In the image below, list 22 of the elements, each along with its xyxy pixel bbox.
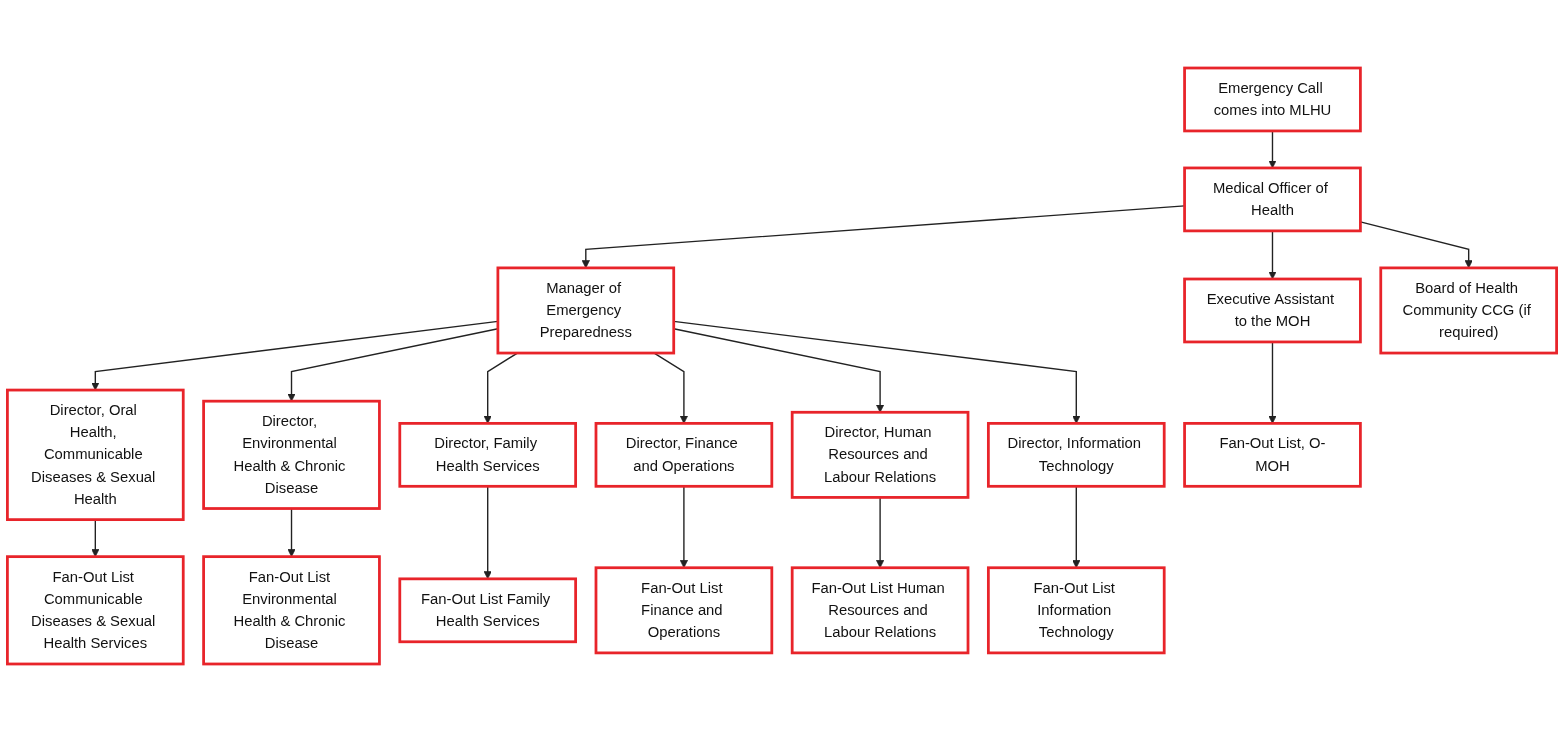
node-box: Fan-Out List Finance and Operations: [594, 566, 774, 655]
node-box: Fan-Out List Communicable Diseases & Sexual Health Services: [6, 555, 185, 666]
node-box: Emergency Call comes into MLHU: [1183, 66, 1362, 133]
node-box: Fan-Out List Environmental Health & Chronic Disease: [202, 555, 381, 666]
node-box: Fan-Out List Family Health Services: [398, 577, 577, 644]
node-box: Board of Health Community CCG (if required): [1379, 266, 1558, 355]
node-box: Fan-Out List Information Technology: [987, 566, 1166, 655]
arrow: [673, 328, 885, 413]
node-box: Executive Assistant to the MOH: [1183, 277, 1362, 344]
arrow: [673, 320, 1081, 424]
node-box: Director, Human Resources and Labour Relations: [790, 410, 970, 499]
arrow: [1268, 341, 1277, 424]
node-box: Director, Oral Health, Communicable Diseases & Sexual Health: [6, 388, 185, 521]
node-box: Director, Information Technology: [987, 422, 1166, 488]
node-box: Manager of Emergency Preparedness: [496, 266, 676, 355]
arrow: [1268, 230, 1277, 280]
node-box: Director, Environmental Health & Chronic Disease: [202, 399, 381, 510]
node-box: Director, Family Health Services: [398, 422, 577, 488]
node-box: Fan-Out List, O-MOH: [1183, 422, 1362, 488]
node-box: Director, Finance and Operations: [594, 422, 774, 488]
node-box: Fan-Out List Human Resources and Labour Relations: [790, 566, 970, 655]
node-box: Medical Officer of Health: [1183, 166, 1362, 233]
